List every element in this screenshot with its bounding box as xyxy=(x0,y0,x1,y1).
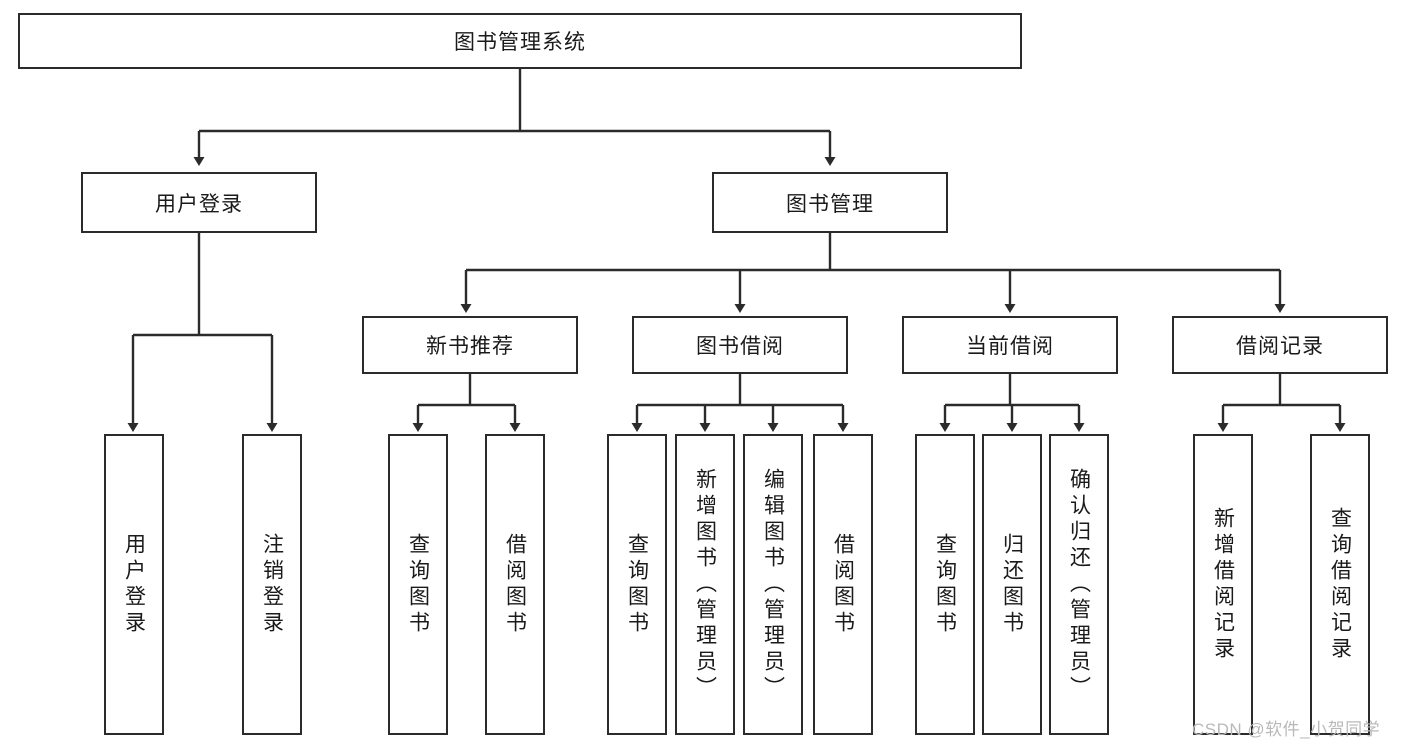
node-label: 新增图书（管理员） xyxy=(693,467,717,702)
watermark: CSDN @软件_小贺同学 xyxy=(1192,720,1381,739)
leaf-borrow-query-book[interactable]: 查询图书 xyxy=(607,434,667,735)
node-label: 当前借阅 xyxy=(966,335,1054,358)
node-label: 图书借阅 xyxy=(696,335,784,358)
node-label: 用户登录 xyxy=(122,532,146,637)
leaf-recommend-query-book[interactable]: 查询图书 xyxy=(388,434,448,735)
node-label: 新书推荐 xyxy=(426,335,514,358)
node-label: 图书管理 xyxy=(786,192,874,216)
node-label: 归还图书 xyxy=(1000,532,1024,637)
node-root-system[interactable]: 图书管理系统 xyxy=(18,13,1022,69)
leaf-borrow-borrow-book[interactable]: 借阅图书 xyxy=(813,434,873,735)
leaf-record-add-record[interactable]: 新增借阅记录 xyxy=(1193,434,1253,735)
node-label: 图书管理系统 xyxy=(454,31,586,54)
node-label: 查询借阅记录 xyxy=(1328,506,1352,663)
leaf-user-login-signin[interactable]: 用户登录 xyxy=(104,434,164,735)
node-label: 编辑图书（管理员） xyxy=(761,467,785,702)
node-new-book-recommend[interactable]: 新书推荐 xyxy=(362,316,578,374)
leaf-record-query-record[interactable]: 查询借阅记录 xyxy=(1310,434,1370,735)
node-label: 查询图书 xyxy=(406,532,430,637)
node-book-borrow[interactable]: 图书借阅 xyxy=(632,316,848,374)
node-label: 用户登录 xyxy=(155,192,243,216)
node-label: 注销登录 xyxy=(260,532,284,637)
leaf-current-return-book[interactable]: 归还图书 xyxy=(982,434,1042,735)
node-label: 新增借阅记录 xyxy=(1211,506,1235,663)
node-user-login[interactable]: 用户登录 xyxy=(81,172,317,233)
leaf-current-query-book[interactable]: 查询图书 xyxy=(915,434,975,735)
leaf-borrow-add-book[interactable]: 新增图书（管理员） xyxy=(675,434,735,735)
leaf-recommend-borrow-book[interactable]: 借阅图书 xyxy=(485,434,545,735)
node-borrow-record[interactable]: 借阅记录 xyxy=(1172,316,1388,374)
node-label: 查询图书 xyxy=(933,532,957,637)
node-label: 确认归还（管理员） xyxy=(1067,467,1091,702)
leaf-borrow-edit-book[interactable]: 编辑图书（管理员） xyxy=(743,434,803,735)
node-label: 借阅记录 xyxy=(1236,335,1324,358)
node-book-management[interactable]: 图书管理 xyxy=(712,172,948,233)
node-label: 查询图书 xyxy=(625,532,649,637)
node-current-borrow[interactable]: 当前借阅 xyxy=(902,316,1118,374)
leaf-user-login-signout[interactable]: 注销登录 xyxy=(242,434,302,735)
node-label: 借阅图书 xyxy=(831,532,855,637)
leaf-current-confirm-return[interactable]: 确认归还（管理员） xyxy=(1049,434,1109,735)
node-label: 借阅图书 xyxy=(503,532,527,637)
